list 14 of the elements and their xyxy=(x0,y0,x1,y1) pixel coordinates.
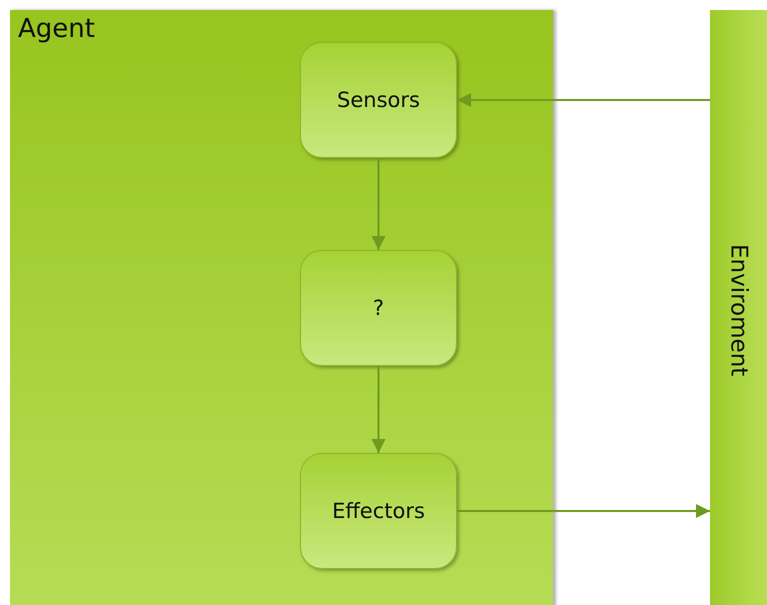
box-label: Enviroment xyxy=(726,244,752,376)
arrow xyxy=(372,158,386,250)
box-label: Sensors xyxy=(337,88,420,112)
arrow xyxy=(457,93,710,107)
rounded-box xyxy=(300,42,457,158)
box-label: Effectors xyxy=(332,499,425,523)
arrow xyxy=(372,366,386,453)
arrow xyxy=(457,504,710,518)
agent-panel xyxy=(10,10,553,605)
rounded-box xyxy=(300,250,457,366)
rounded-box xyxy=(300,453,457,569)
environment-bar xyxy=(710,10,767,605)
panel-title: Agent xyxy=(18,14,95,44)
box-label: ? xyxy=(372,296,384,320)
